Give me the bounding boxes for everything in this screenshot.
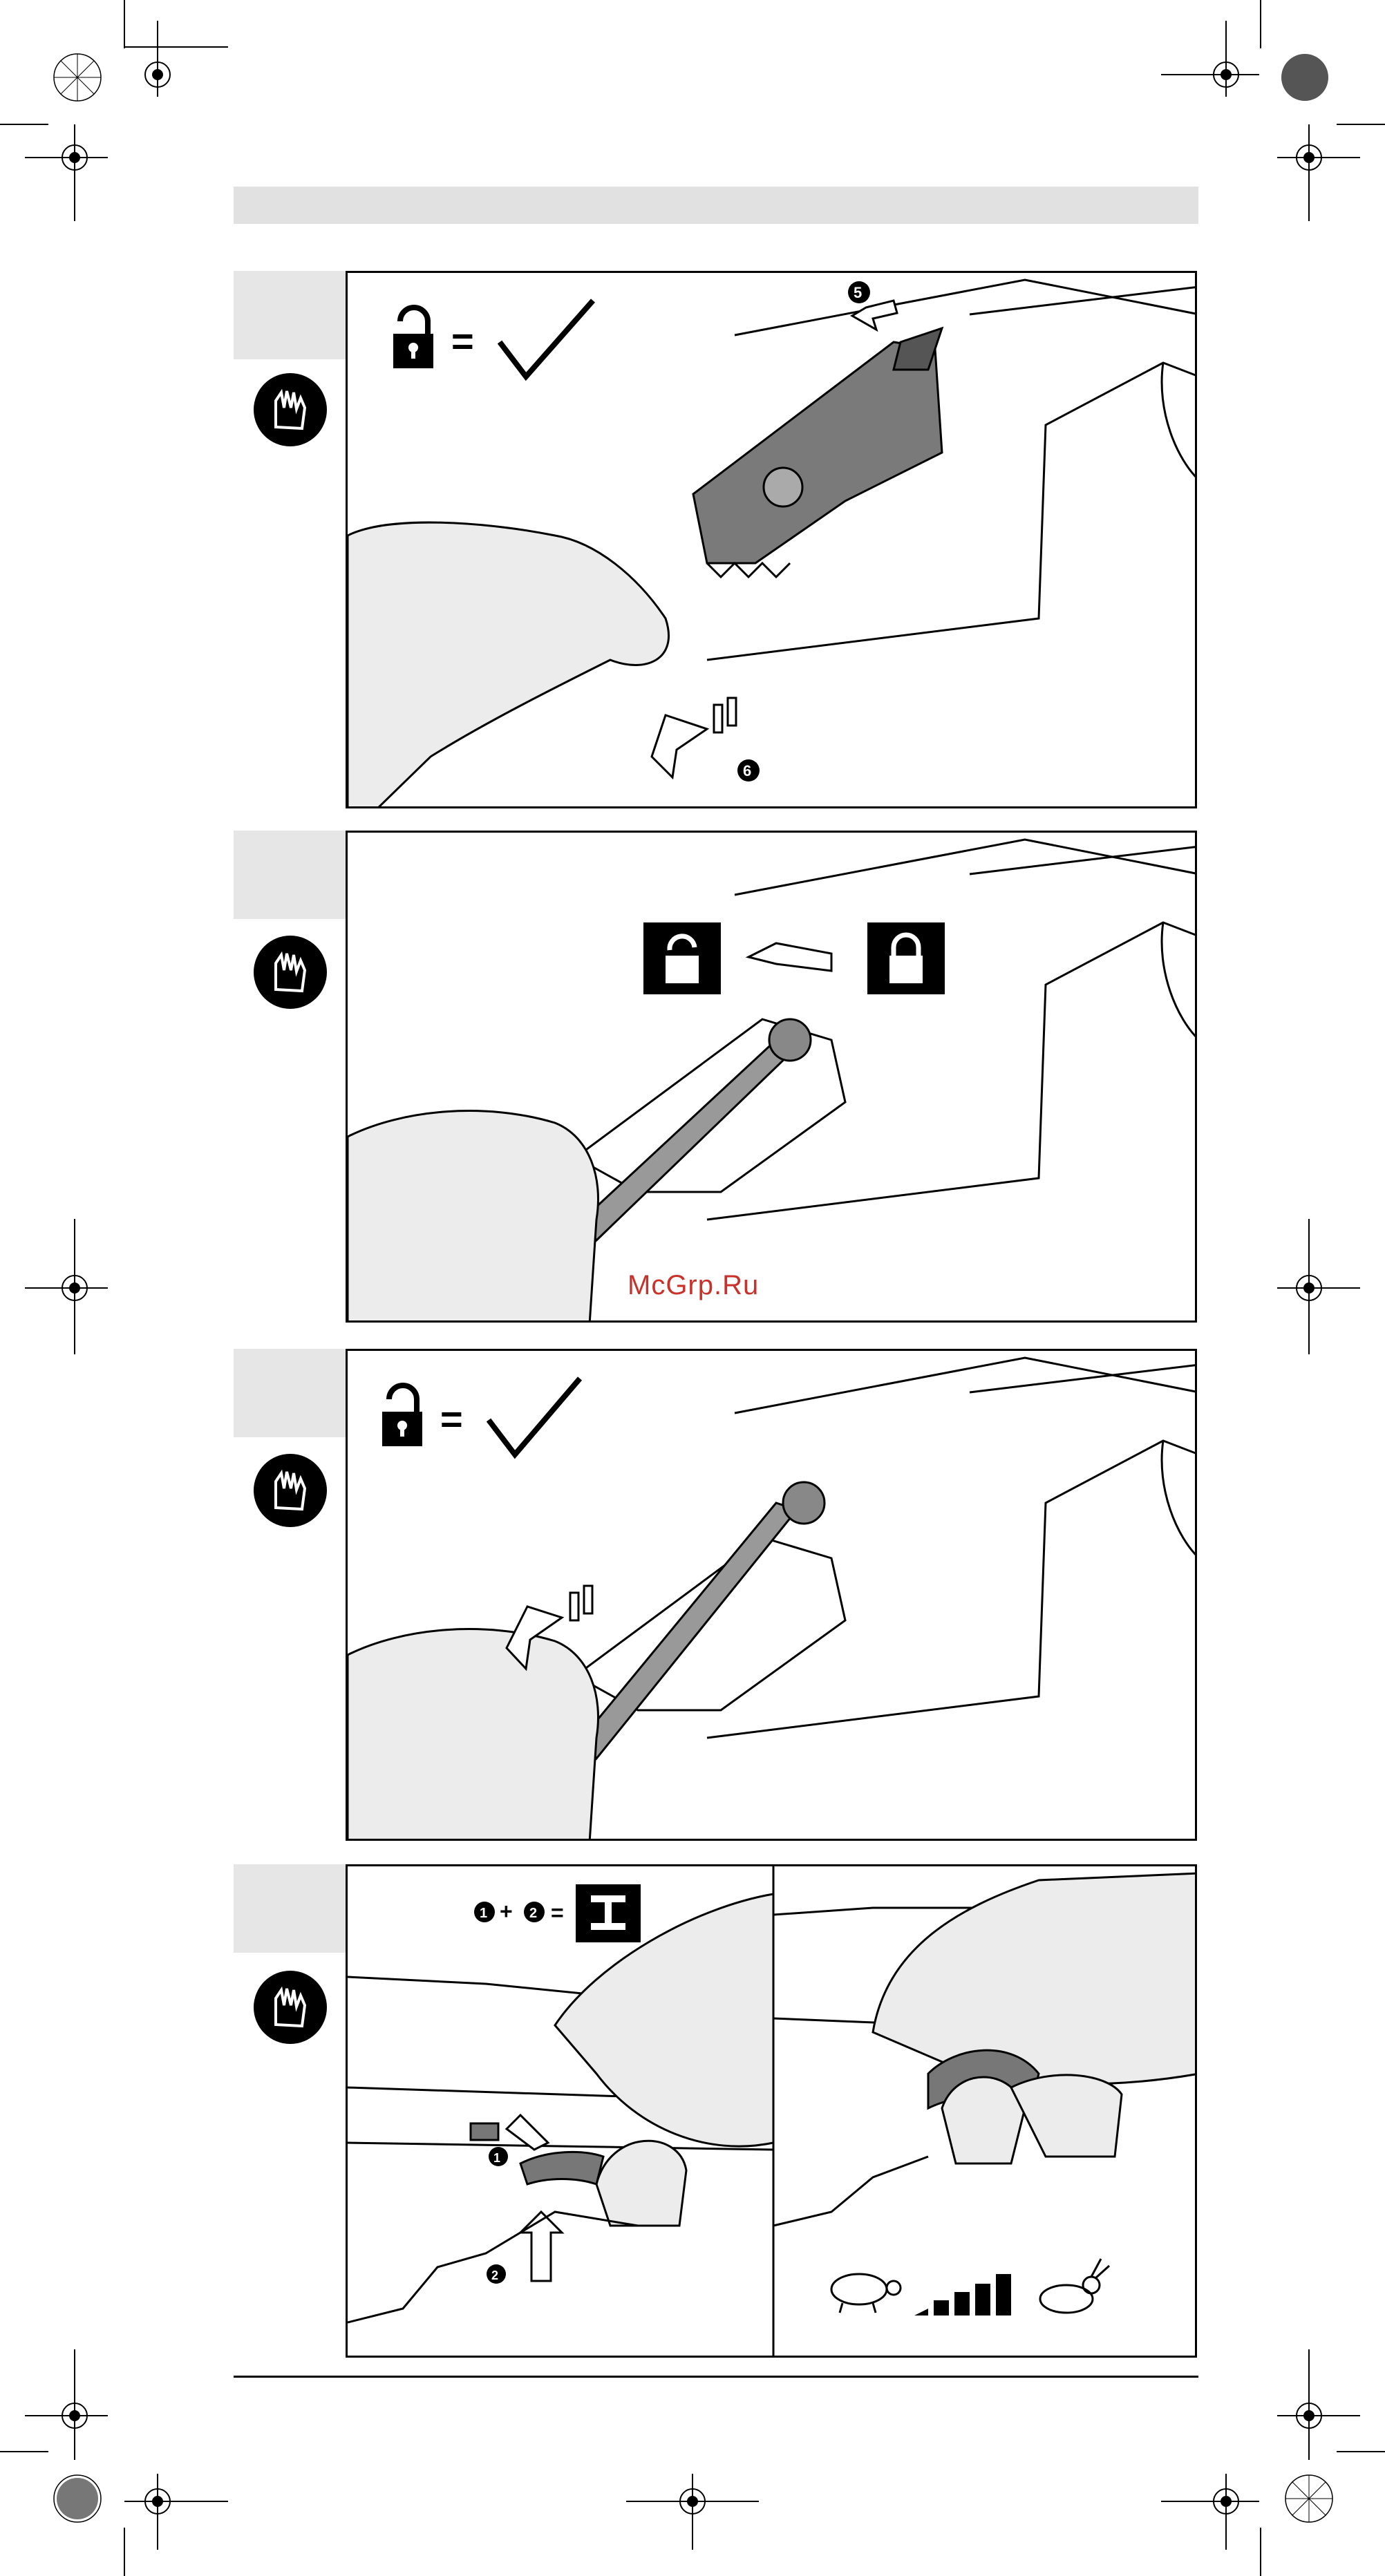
step-tab-2: [234, 831, 346, 919]
svg-text:6: 6: [743, 762, 751, 779]
blade-locked-illustration: =: [348, 1351, 1197, 1841]
locked-padlock-icon: [867, 922, 945, 994]
gloves-icon: [254, 936, 327, 1009]
rabbit-icon: [1040, 2259, 1109, 2313]
svg-text:2: 2: [529, 1906, 537, 1921]
svg-text:1: 1: [493, 2151, 500, 2165]
svg-text:=: =: [451, 319, 474, 363]
illustration-panel-2: [346, 831, 1197, 1323]
illustration-panel-1: = 5 6: [346, 271, 1197, 808]
gloves-icon: [254, 1971, 327, 2044]
speed-bars-icon: [914, 2274, 1011, 2315]
step-tab-1: [234, 271, 346, 359]
checkmark-icon: [500, 301, 593, 377]
gloves-icon: [254, 1454, 327, 1527]
svg-text:=: =: [551, 1900, 564, 1925]
svg-text:+: +: [500, 1899, 513, 1924]
switch-on-illustration: 1 + 2 = 1 2: [348, 1866, 1197, 2358]
footer-rule: [234, 2376, 1198, 2378]
callout-5: 5: [848, 281, 870, 303]
watermark: McGrp.Ru: [628, 1270, 759, 1301]
illustration-panel-3: =: [346, 1349, 1197, 1841]
svg-text:1: 1: [480, 1906, 487, 1921]
on-switch-icon: [576, 1884, 641, 1942]
step-formula: 1 + 2 =: [474, 1884, 641, 1942]
blade-insertion-illustration: [348, 833, 1197, 1323]
locked-padlock-icon: [382, 1385, 422, 1446]
header-bar: [234, 187, 1198, 224]
svg-text:5: 5: [854, 284, 862, 301]
svg-text:=: =: [440, 1397, 463, 1441]
svg-text:2: 2: [491, 2269, 498, 2282]
turtle-icon: [831, 2274, 901, 2313]
unlocked-padlock-icon: [643, 922, 721, 994]
checkmark-icon: [489, 1379, 580, 1455]
locked-padlock-icon: [393, 307, 433, 368]
gloves-icon: [254, 373, 327, 446]
step-tab-3: [234, 1349, 346, 1437]
step-tab-4: [234, 1864, 346, 1953]
illustration-panel-4: 1 + 2 = 1 2: [346, 1864, 1197, 2358]
callout-6: 6: [737, 759, 760, 782]
blade-removal-illustration: = 5 6: [348, 273, 1197, 808]
